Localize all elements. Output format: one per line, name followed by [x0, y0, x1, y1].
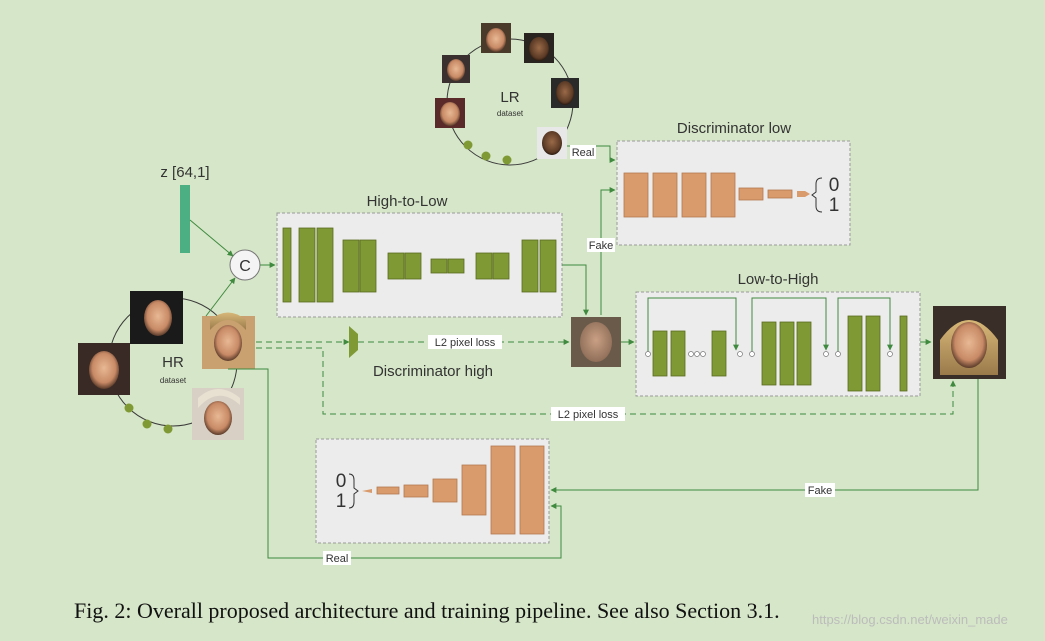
- lr-dot: [502, 155, 512, 165]
- face-image: [551, 78, 579, 108]
- layer-block: [711, 330, 727, 377]
- layer-block: [865, 315, 881, 392]
- face-image: [130, 291, 183, 344]
- layer-block: [447, 258, 465, 274]
- face-image: [192, 388, 244, 440]
- layer-block: [282, 227, 292, 303]
- hr-dot: [163, 424, 173, 434]
- layer-block: [521, 239, 539, 293]
- generated-hr-face: [933, 306, 1006, 379]
- fake-to-disc-high-arrow: [550, 379, 979, 493]
- layer-block: [359, 239, 377, 293]
- concat-symbol: C: [239, 258, 251, 275]
- face-image: [202, 312, 255, 369]
- output-block: [797, 191, 810, 197]
- edge-labels: Real Fake L2 pixel loss L2 pixel loss Fa…: [323, 145, 835, 565]
- l2-bottom-label: L2 pixel loss: [558, 409, 619, 421]
- lr-dataset-name: LR: [500, 89, 519, 106]
- real-to-disc-high-arrow: [228, 368, 562, 559]
- fake-bottom-label: Fake: [808, 485, 832, 497]
- z-vector-bar: [180, 185, 190, 253]
- low-to-high-title: Low-to-High: [738, 271, 819, 288]
- hr-dot: [142, 419, 152, 429]
- hr-dataset-name: HR: [162, 354, 184, 371]
- hr-face-images: [78, 291, 255, 440]
- face-image: [524, 33, 554, 63]
- high-to-low-network: High-to-Low: [276, 193, 563, 318]
- z-label: z [64,1]: [160, 164, 209, 181]
- layer-block: [847, 315, 863, 392]
- layer-block: [652, 330, 668, 377]
- conv-block: [681, 172, 707, 218]
- lr-dataset-sub: dataset: [497, 109, 524, 118]
- lr-dot: [463, 140, 473, 150]
- layer-block: [492, 252, 510, 280]
- connections: [189, 145, 979, 559]
- face-image: [442, 55, 470, 83]
- h2l-to-lrface-arrow: [562, 264, 589, 316]
- disc-high-icon: [349, 326, 358, 358]
- l2-top-label: L2 pixel loss: [435, 337, 496, 349]
- z-noise-vector: z [64,1]: [160, 164, 210, 253]
- fc-block: [376, 486, 400, 495]
- layer-block: [316, 227, 334, 303]
- l2-loss-bottom-dashed-arrow: [256, 347, 956, 415]
- low-to-high-network: Low-to-High: [635, 271, 921, 397]
- layer-block: [761, 321, 777, 386]
- conv-block: [490, 445, 516, 535]
- disc-high-output-1: 1: [336, 491, 347, 512]
- output-block: [362, 489, 372, 493]
- layer-block: [899, 315, 908, 392]
- discriminator-low: Discriminator low 0 1: [616, 120, 851, 246]
- layer-block: [475, 252, 493, 280]
- layer-block: [430, 258, 448, 274]
- real-bottom-label: Real: [326, 553, 349, 565]
- conv-block: [519, 445, 545, 535]
- hr-dataset-sub: dataset: [160, 376, 187, 385]
- lr-face-images: [435, 23, 579, 159]
- face-image: [435, 98, 465, 128]
- conv-block: [623, 172, 649, 218]
- z-to-concat-arrow: [189, 219, 234, 257]
- disc-high-title: Discriminator high: [373, 363, 493, 380]
- layer-block: [670, 330, 686, 377]
- discriminator-high: Discriminator high: [349, 326, 493, 380]
- generated-lr-face: [571, 317, 621, 367]
- layer-block: [539, 239, 557, 293]
- disc-high-output-0: 0: [336, 471, 347, 492]
- concat-node: C: [229, 249, 261, 281]
- layer-block: [779, 321, 795, 386]
- high-to-low-title: High-to-Low: [367, 193, 448, 210]
- fc-block: [738, 187, 764, 201]
- layer-block: [342, 239, 360, 293]
- conv-block: [432, 478, 458, 503]
- face-image: [78, 343, 130, 395]
- face-image: [481, 23, 511, 53]
- discriminator-high-network: 0 1: [315, 438, 550, 544]
- layer-block: [796, 321, 812, 386]
- fc-block: [403, 484, 429, 498]
- watermark: https://blog.csdn.net/weixin_made: [812, 612, 1008, 627]
- hr-to-concat-arrow: [205, 277, 236, 317]
- disc-low-output-1: 1: [829, 195, 840, 216]
- disc-low-title: Discriminator low: [677, 120, 791, 137]
- conv-block: [710, 172, 736, 218]
- layer-block: [404, 252, 422, 280]
- hr-dot: [124, 403, 134, 413]
- fake-top-label: Fake: [589, 240, 613, 252]
- disc-low-output-0: 0: [829, 175, 840, 196]
- layer-block: [387, 252, 405, 280]
- figure-caption: Fig. 2: Overall proposed architecture an…: [74, 598, 780, 623]
- conv-block: [652, 172, 678, 218]
- layer-block: [298, 227, 316, 303]
- real-top-label: Real: [572, 147, 595, 159]
- fake-to-disc-low-arrow: [600, 187, 616, 315]
- fc-block: [767, 189, 793, 199]
- conv-block: [461, 464, 487, 516]
- face-image: [537, 127, 567, 159]
- lr-dot: [481, 151, 491, 161]
